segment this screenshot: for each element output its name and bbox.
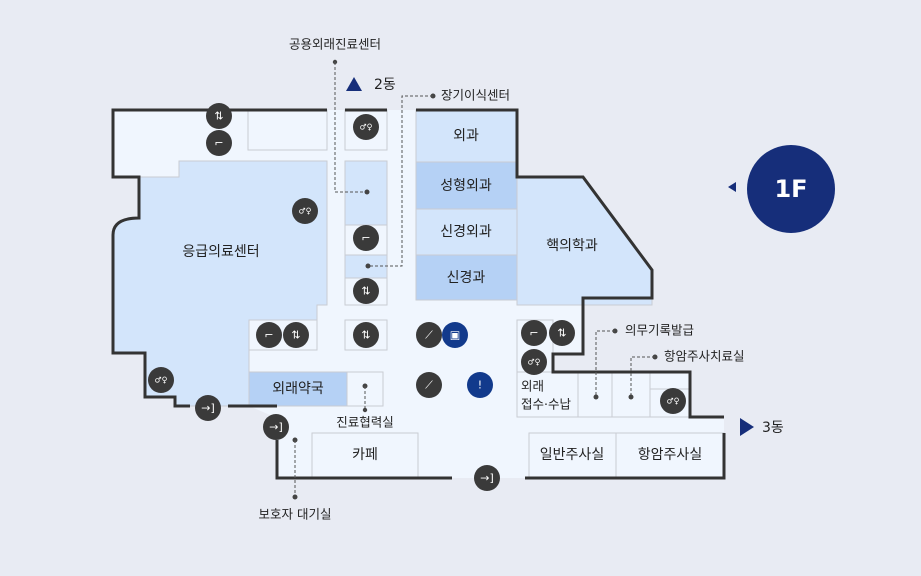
floor-label: 1F: [774, 175, 807, 203]
svg-text:⇅: ⇅: [361, 285, 370, 298]
svg-text:→]: →]: [201, 402, 215, 415]
elevator-icon: ⇅: [283, 322, 309, 348]
svg-text:⟋: ⟋: [425, 329, 433, 342]
svg-text:♂♀: ♂♀: [154, 376, 167, 385]
restroom-icon: ♂♀: [521, 349, 547, 375]
svg-text:⇅: ⇅: [557, 327, 566, 340]
svg-text:⇅: ⇅: [361, 329, 370, 342]
label-reception-1: 외래: [521, 379, 544, 394]
building3-label: 3동: [762, 420, 784, 436]
restroom-icon: ♂♀: [148, 367, 174, 393]
elevator-icon: ⇅: [549, 320, 575, 346]
elevator-icon: ⇅: [353, 278, 379, 304]
label-surgery: 외과: [453, 128, 479, 144]
annotation-organ-transplant: 장기이식센터: [441, 88, 510, 103]
elevator-icon: ⇅: [353, 322, 379, 348]
svg-text:⌐: ⌐: [264, 329, 273, 342]
label-general-injection: 일반주사실: [540, 447, 604, 463]
direction-building3[interactable]: 3동: [740, 418, 784, 436]
room-neurology[interactable]: [415, 254, 518, 301]
exit-icon: →]: [263, 414, 289, 440]
room-neurosurgery[interactable]: [415, 208, 518, 256]
annotation-public-outpatient: 공용외래진료센터: [289, 37, 381, 52]
escalator-icon: ⟋: [416, 322, 442, 348]
label-reception-2: 접수·수납: [521, 397, 571, 412]
stairs-icon: ⌐: [353, 225, 379, 251]
label-nuclear-medicine: 핵의학과: [546, 238, 598, 254]
svg-text:▣: ▣: [450, 329, 460, 342]
annotation-chemo-treatment: 항암주사치료실: [664, 349, 745, 364]
svg-text:♂♀: ♂♀: [359, 123, 372, 132]
svg-text:⟋: ⟋: [425, 379, 433, 392]
exit-icon: →]: [195, 395, 221, 421]
label-emergency-center: 응급의료센터: [182, 244, 259, 260]
label-pharmacy: 외래약국: [272, 381, 324, 397]
label-cafe: 카페: [352, 447, 378, 463]
direction-building2[interactable]: 2동: [346, 77, 396, 93]
svg-text:♂♀: ♂♀: [527, 358, 540, 367]
svg-text:♂♀: ♂♀: [666, 397, 679, 406]
room-top-box: [247, 109, 328, 151]
exit-icon: →]: [474, 465, 500, 491]
escalator-icon: ⟋: [416, 372, 442, 398]
annotation-guardian-waiting: 보호자 대기실: [259, 507, 332, 522]
subway-icon: ▣: [442, 322, 468, 348]
svg-text:→]: →]: [480, 472, 494, 485]
svg-text:⌐: ⌐: [214, 137, 223, 150]
restroom-icon: ♂♀: [660, 388, 686, 414]
stairs-icon: ⌐: [256, 322, 282, 348]
svg-text:!: !: [478, 379, 482, 392]
svg-text:⇅: ⇅: [214, 110, 223, 123]
room-general-injection[interactable]: [528, 432, 617, 479]
label-chemo-injection: 항암주사실: [638, 447, 702, 463]
room-chemo-injection[interactable]: [615, 432, 725, 479]
stairs-icon: ⌐: [206, 130, 232, 156]
label-neurosurgery: 신경외과: [440, 224, 492, 240]
building2-label: 2동: [374, 77, 396, 93]
room-cafe[interactable]: [311, 432, 419, 479]
room-medical-records[interactable]: [577, 371, 613, 418]
room-reception[interactable]: [516, 371, 579, 418]
up-arrow-icon: [346, 77, 362, 91]
label-plastic-surgery: 성형외과: [440, 178, 492, 194]
elevator-icon: ⇅: [206, 103, 232, 129]
right-arrow-icon: [740, 418, 754, 436]
svg-text:♂♀: ♂♀: [298, 207, 311, 216]
restroom-icon: ♂♀: [353, 114, 379, 140]
pointer-icon: [728, 182, 736, 192]
svg-text:→]: →]: [269, 421, 283, 434]
svg-text:⇅: ⇅: [291, 329, 300, 342]
label-neurology: 신경과: [447, 270, 486, 286]
svg-text:⌐: ⌐: [529, 327, 538, 340]
walls: [111, 108, 726, 480]
annotation-medical-cooperation: 진료협력실: [336, 415, 394, 430]
stairs-icon: ⌐: [521, 320, 547, 346]
info-icon: !: [467, 372, 493, 398]
floor-badge: 1F: [728, 145, 835, 233]
annotation-medical-records: 의무기록발급: [625, 323, 694, 338]
svg-text:⌐: ⌐: [361, 232, 370, 245]
restroom-icon: ♂♀: [292, 198, 318, 224]
